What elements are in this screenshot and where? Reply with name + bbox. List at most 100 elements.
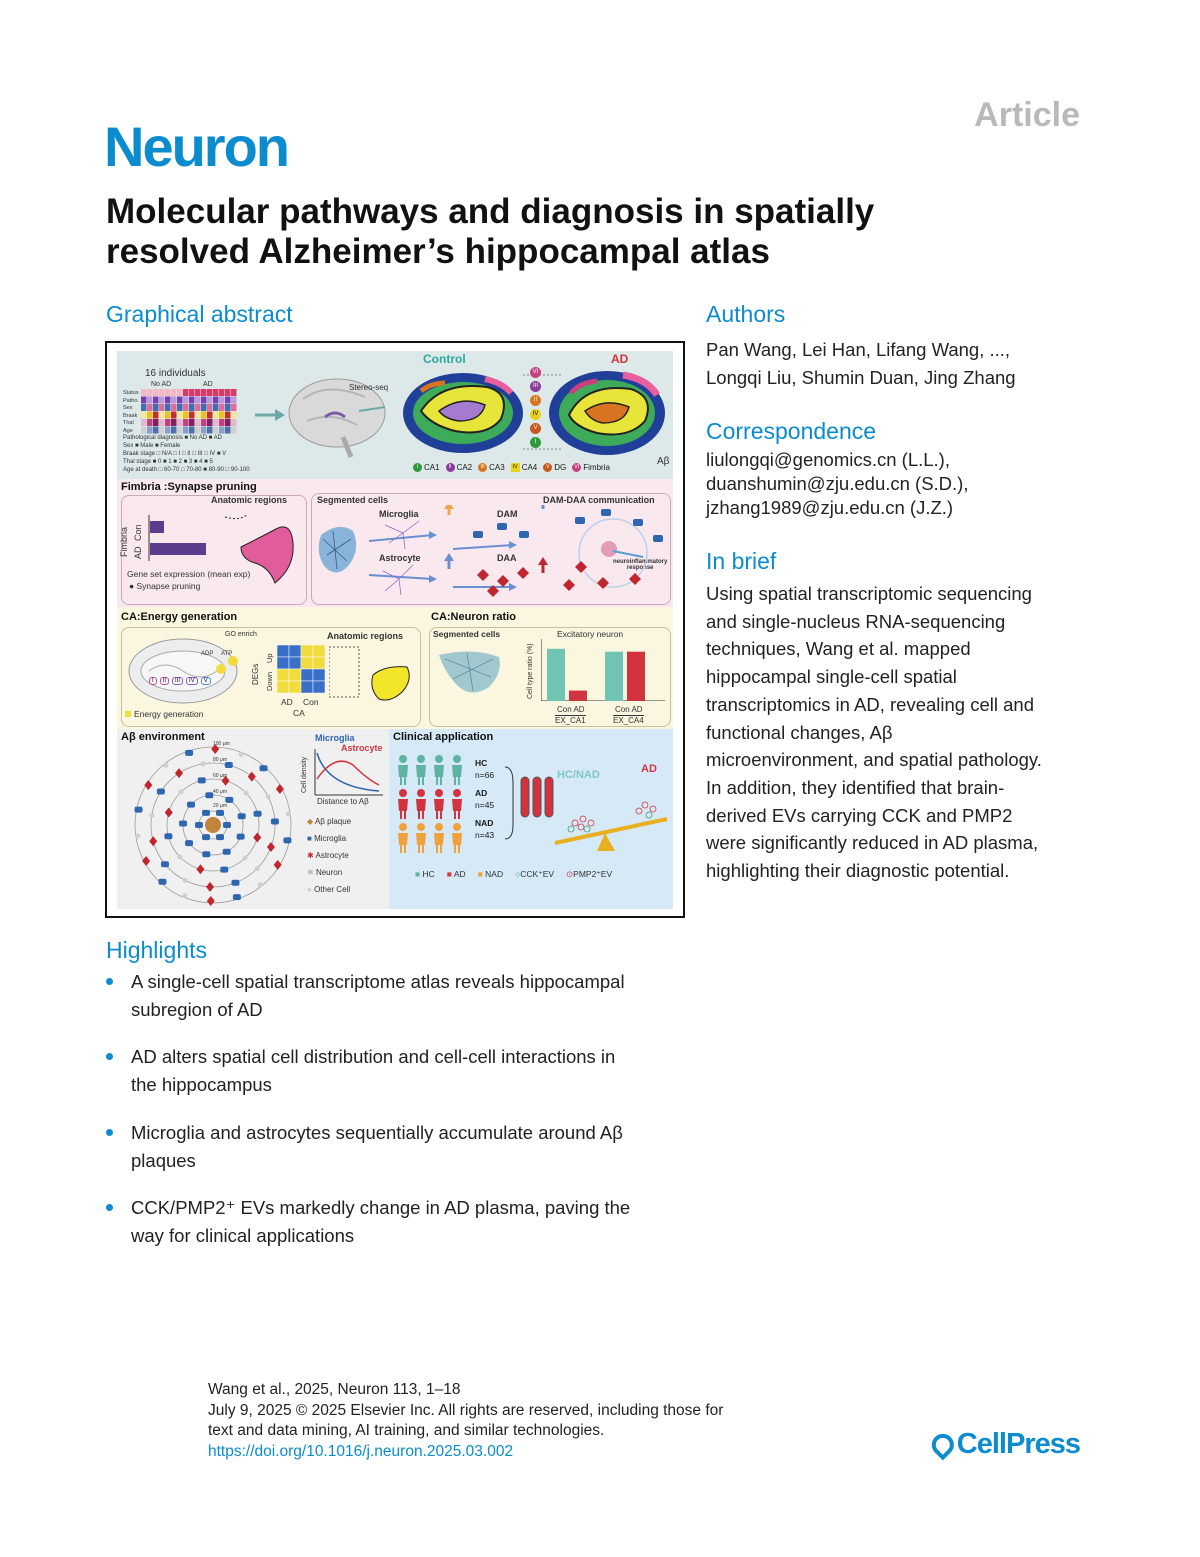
person-leg [418, 811, 420, 819]
person-leg [404, 777, 406, 785]
degs-cell [288, 680, 302, 694]
energy-anatomic-regions: Anatomic regions [327, 631, 404, 641]
synapse-pruning-legend: ● Synapse pruning [129, 581, 201, 591]
degs-cell [300, 680, 314, 694]
heatmap-cell [195, 419, 201, 426]
degs-cell [300, 668, 314, 682]
email-jz[interactable]: jzhang1989@zju.edu.cn (J.Z.) [706, 497, 954, 518]
ratio-subtype-2: EX_CA4 [613, 715, 644, 725]
degs-cell [277, 645, 290, 658]
cell-illustrations [318, 505, 663, 597]
legend-astrocyte: ✱ Astrocyte [307, 851, 349, 860]
microglia-cell [237, 813, 246, 820]
heatmap-cell [207, 411, 213, 419]
heatmap-cell [141, 426, 147, 434]
heatmap-cell [159, 426, 165, 434]
microglia-cell [236, 833, 245, 840]
heatmap-con-label: Con [303, 697, 319, 707]
heatmap-cell [189, 419, 195, 426]
microglia-cell [220, 866, 229, 873]
heatmap-cell [189, 389, 195, 396]
curve-astrocyte-label: Astrocyte [341, 743, 383, 753]
heatmap-cell [159, 389, 165, 396]
excitatory-neuron-label: Excitatory neuron [557, 629, 624, 639]
microglia-cell [185, 840, 194, 847]
in-brief-text: Using spatial transcriptomic sequencing … [706, 583, 1042, 882]
heatmap-cell [165, 426, 171, 434]
other-cell [200, 761, 206, 767]
heatmap-cell [153, 396, 159, 404]
person-leg [454, 845, 456, 853]
ev-balance-illustration [505, 766, 668, 851]
heatmap-cell [207, 389, 213, 396]
heatmap-cell [207, 426, 213, 434]
abeta-legend: ◆ Aβ plaque ■ Microglia ✱ Astrocyte ✱ Ne… [307, 813, 351, 898]
heatmap-cell [171, 404, 177, 411]
microglia-cell [216, 809, 224, 816]
highlight-item: Microglia and astrocytes sequentially ac… [106, 1119, 696, 1174]
person-head [399, 789, 407, 797]
microglia-cell [197, 777, 206, 784]
degs-cell [277, 680, 290, 694]
heatmap-cell [231, 411, 237, 419]
correspondence-emails: liulongqi@genomics.cn (L.L.), duanshumin… [706, 448, 969, 520]
astrocyte-cell [175, 768, 184, 779]
energy-box [121, 627, 421, 727]
person-leg [436, 845, 438, 853]
heatmap-cell [183, 396, 189, 404]
brain-illustration [255, 378, 386, 458]
astrocyte-cell [144, 780, 153, 791]
heatmap-cell [183, 404, 189, 411]
heatmap-cell [141, 389, 147, 396]
heatmap-ad-label: AD [281, 697, 293, 707]
person-leg [458, 777, 460, 785]
degs-cell [288, 656, 302, 670]
heatmap-cell [225, 404, 231, 411]
heatmap-cell [231, 396, 237, 404]
astrocyte-cell [149, 836, 158, 847]
heatmap-cell [207, 404, 213, 411]
degs-cell [277, 668, 290, 682]
heatmap-cell [219, 426, 225, 434]
journal-logo: Neuron [104, 115, 290, 178]
other-cell [135, 833, 141, 839]
ca-panel: CA:Energy generation GO enrich ADP ATP I… [117, 607, 673, 729]
abeta-panel-title: Aβ environment [121, 731, 205, 743]
doi-link[interactable]: https://doi.org/10.1016/j.neuron.2025.03… [208, 1442, 514, 1460]
heatmap-cell [195, 389, 201, 396]
microglia-cell [253, 810, 262, 817]
ratio-bar [569, 690, 587, 701]
heatmap-cell [201, 404, 207, 411]
microglia-cell [160, 861, 169, 868]
ca-region-shape [329, 646, 410, 701]
email-ll[interactable]: liulongqi@genomics.cn (L.L.), [706, 449, 950, 470]
heatmap-cell [147, 411, 153, 419]
bullet-icon [106, 1128, 113, 1136]
energy-panel-title: CA:Energy generation [121, 611, 238, 623]
graphical-abstract-heading: Graphical abstract [106, 301, 293, 327]
ratio-group-2: Con AD [615, 705, 643, 714]
ad-status-label: AD [203, 381, 213, 388]
person-leg [440, 777, 442, 785]
person-leg [422, 811, 424, 819]
fimbria-con-label: Con [133, 524, 143, 541]
legend-microglia: ■ Microglia [307, 834, 347, 843]
heatmap-cell [153, 419, 159, 426]
abeta-rings [134, 744, 292, 906]
person-leg [422, 777, 424, 785]
degs-cell [277, 656, 290, 670]
microglia-cell [202, 809, 210, 816]
email-sd[interactable]: duanshumin@zju.edu.cn (S.D.), [706, 473, 969, 494]
gene-bar-con [150, 521, 164, 533]
fimbria-ad-label: AD [133, 546, 143, 559]
heatmap-cell [225, 426, 231, 434]
heatmap-cell [159, 411, 165, 419]
person-leg [454, 811, 456, 819]
daa-label: DAA [497, 553, 517, 563]
microglia-cell [224, 762, 233, 769]
heatmap-cell [159, 396, 165, 404]
heatmap-cell [171, 426, 177, 434]
